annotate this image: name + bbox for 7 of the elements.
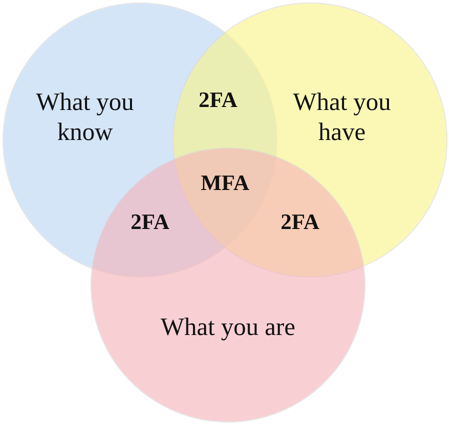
circle-label: What you are bbox=[160, 313, 296, 343]
overlap-label: 2FA bbox=[130, 209, 170, 235]
overlap-label: 2FA bbox=[280, 209, 320, 235]
circle-label: What you have bbox=[292, 88, 392, 148]
overlap-label: 2FA bbox=[198, 87, 238, 113]
overlap-label: MFA bbox=[200, 170, 250, 196]
circle-label: What you know bbox=[35, 88, 135, 148]
